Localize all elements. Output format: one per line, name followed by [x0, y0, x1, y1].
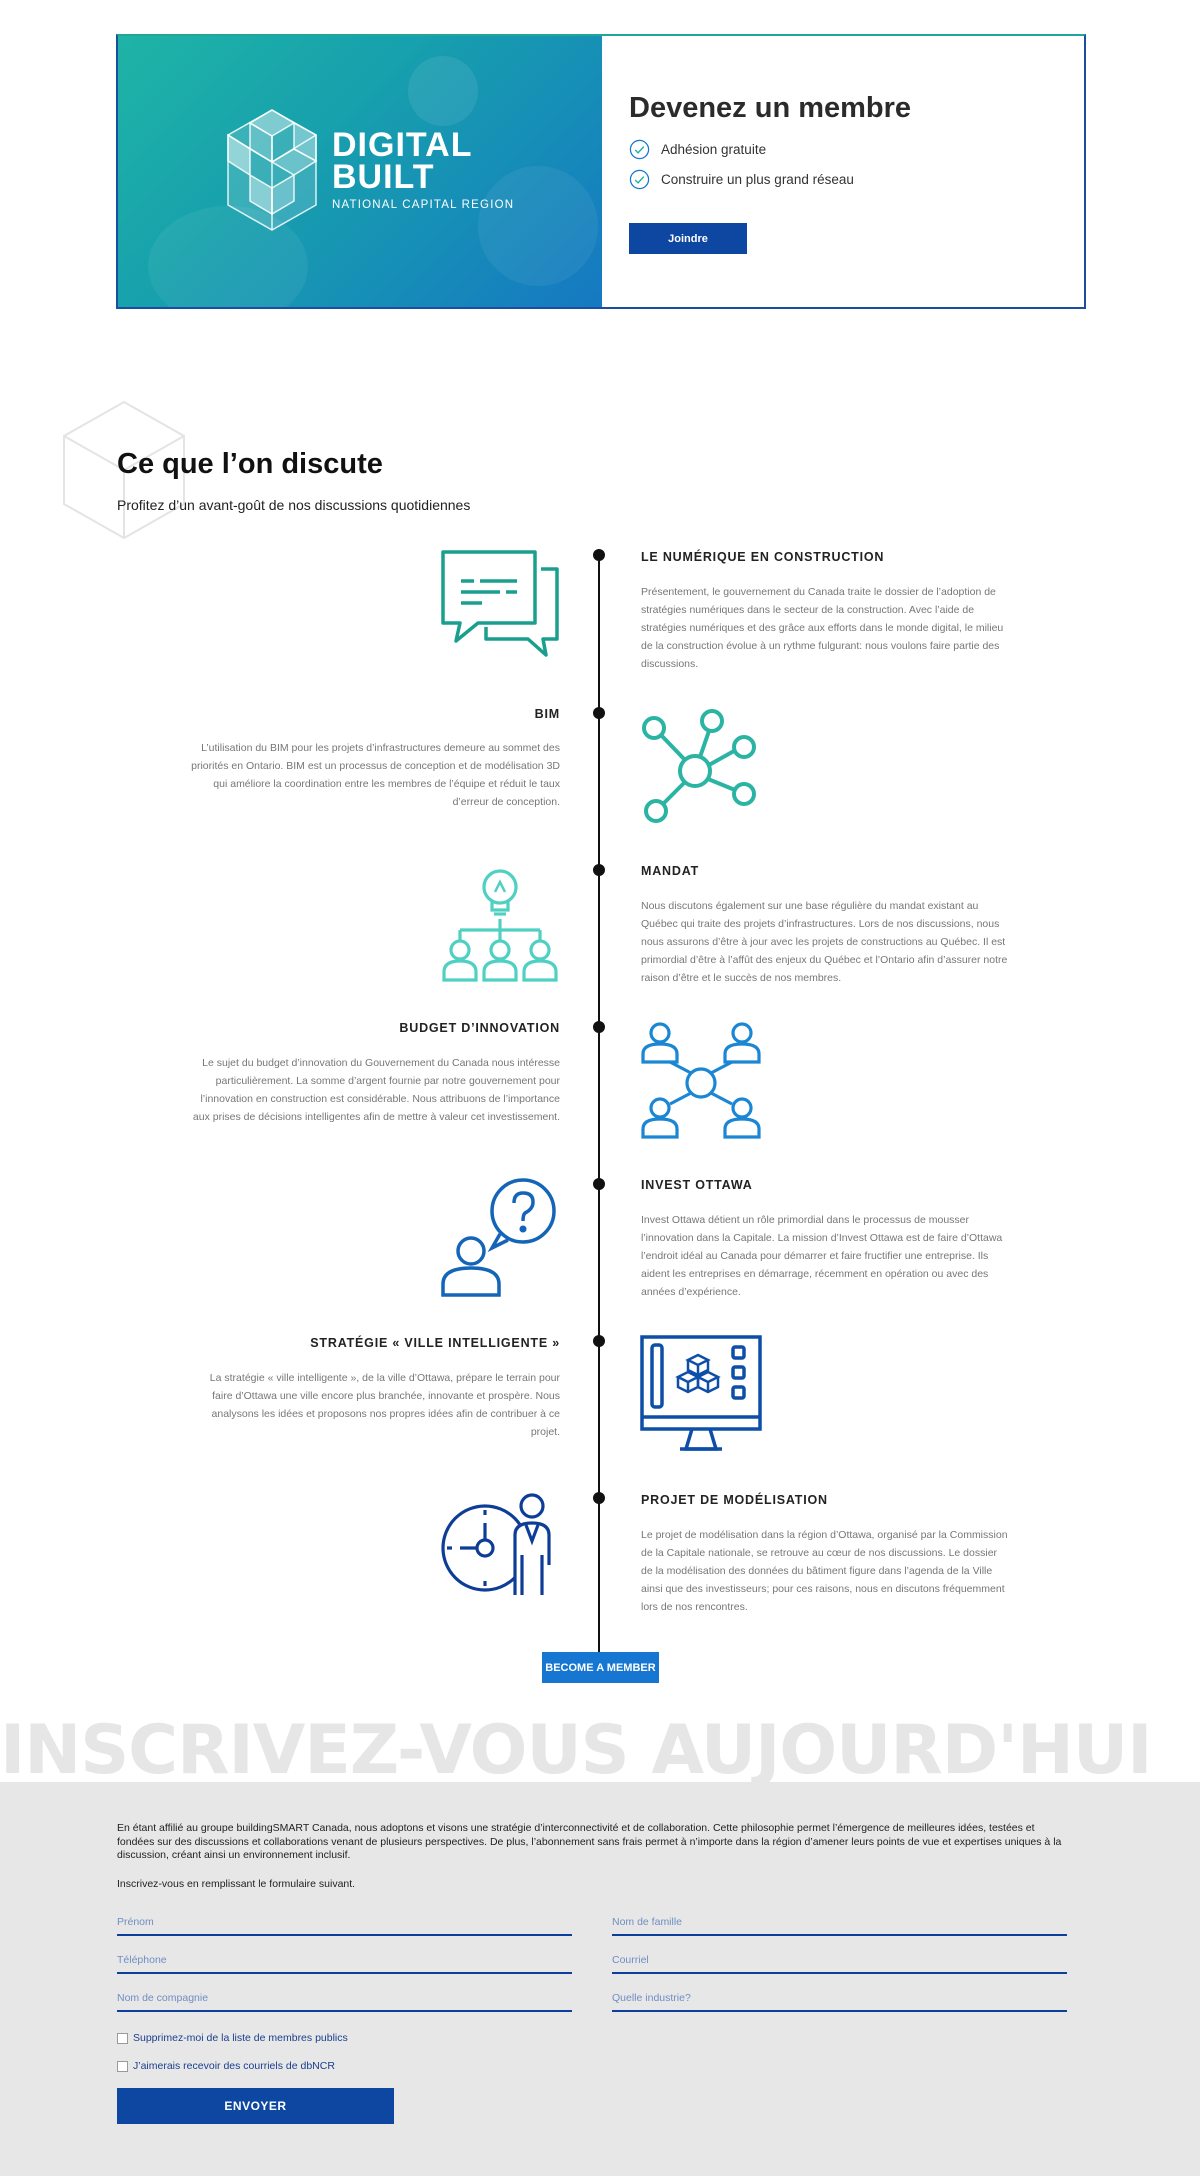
- banner-title: Devenez un membre: [629, 92, 912, 124]
- email-field[interactable]: [612, 1948, 1067, 1974]
- timeline-dot: [593, 549, 605, 561]
- check-circle-icon: [629, 169, 650, 190]
- timeline-item-title: INVEST OTTAWA: [641, 1178, 753, 1192]
- timeline-item-text: Présentement, le gouvernement du Canada …: [641, 586, 1004, 670]
- become-member-button[interactable]: BECOME A MEMBER: [542, 1652, 659, 1683]
- timeline-item-text: Le projet de modélisation dans la région…: [641, 1529, 1008, 1613]
- company-field[interactable]: [117, 1986, 572, 2012]
- timeline-item-title: PROJET DE MODÉLISATION: [641, 1493, 828, 1507]
- timeline-dot: [593, 864, 605, 876]
- timeline-item-text: Nous discutons également sur une base ré…: [641, 900, 1008, 984]
- emails-checkbox-row[interactable]: J’aimerais recevoir des courriels de dbN…: [117, 2060, 335, 2072]
- first-name-field[interactable]: [117, 1910, 572, 1936]
- timeline-dot: [593, 707, 605, 719]
- logo-line-digital: DIGITAL: [332, 126, 473, 164]
- emails-checkbox-label: J’aimerais recevoir des courriels de dbN…: [133, 2060, 335, 2072]
- public-list-checkbox-row[interactable]: Supprimez-moi de la liste de membres pub…: [117, 2032, 348, 2044]
- public-list-checkbox-label: Supprimez-moi de la liste de membres pub…: [133, 2032, 348, 2044]
- timeline-line: [598, 555, 600, 1653]
- join-button[interactable]: Joindre: [629, 223, 747, 254]
- check-circle-icon: [629, 139, 650, 160]
- membership-banner: DIGITAL BUILT NATIONAL CAPITAL REGION De…: [116, 34, 1086, 309]
- industry-field[interactable]: [612, 1986, 1067, 2012]
- section-title: Ce que l’on discute: [117, 448, 383, 480]
- timeline-item-text: Invest Ottawa détient un rôle primordial…: [641, 1214, 1003, 1298]
- benefit-item: Adhésion gratuite: [629, 139, 1084, 160]
- clock-person-icon: [441, 1493, 551, 1595]
- section-subtitle: Profitez d’un avant-goût de nos discussi…: [117, 497, 471, 513]
- timeline-item-text: Le sujet du budget d’innovation du Gouve…: [192, 1057, 560, 1123]
- chat-bubbles-icon: [441, 550, 559, 657]
- idea-team-icon: [442, 869, 558, 982]
- phone-field[interactable]: [117, 1948, 572, 1974]
- timeline-item-text: L’utilisation du BIM pour les projets d’…: [191, 742, 560, 808]
- signup-headline: INSCRIVEZ-VOUS AUJOURD'HUI: [0, 1712, 1152, 1782]
- banner-content: Devenez un membre Adhésion gratuite Cons…: [602, 36, 1084, 307]
- signup-section: En étant affilié au groupe buildingSMART…: [0, 1782, 1200, 2176]
- people-network-icon: [641, 1022, 761, 1139]
- benefit-label: Adhésion gratuite: [661, 142, 767, 157]
- benefit-label: Construire un plus grand réseau: [661, 172, 854, 187]
- timeline-dot: [593, 1021, 605, 1033]
- person-question-icon: [441, 1178, 556, 1297]
- logo-line-built: BUILT: [332, 158, 435, 196]
- signup-intro: En étant affilié au groupe buildingSMART…: [117, 1822, 1062, 1861]
- timeline-item-title: BUDGET D’INNOVATION: [399, 1021, 560, 1035]
- timeline-item-text: La stratégie « ville intelligente », de …: [209, 1372, 560, 1438]
- signup-note: Inscrivez-vous en remplissant le formula…: [117, 1878, 356, 1890]
- timeline-item-title: BIM: [534, 707, 560, 721]
- timeline-dot: [593, 1492, 605, 1504]
- submit-button[interactable]: ENVOYER: [117, 2088, 394, 2124]
- timeline-item-title: LE NUMÉRIQUE EN CONSTRUCTION: [641, 550, 885, 564]
- hexagon-outline-icon: [63, 400, 185, 540]
- digital-built-logo: DIGITAL BUILT NATIONAL CAPITAL REGION: [226, 108, 514, 232]
- public-list-checkbox[interactable]: [117, 2032, 128, 2044]
- benefit-item: Construire un plus grand réseau: [629, 169, 1084, 190]
- timeline-dot: [593, 1178, 605, 1190]
- timeline-item-title: MANDAT: [641, 864, 700, 878]
- timeline-dot: [593, 1335, 605, 1347]
- monitor-cubes-icon: [640, 1335, 762, 1451]
- timeline-item-title: STRATÉGIE « VILLE INTELLIGENTE »: [310, 1336, 560, 1350]
- cube-logo-icon: [227, 109, 318, 231]
- network-nodes-icon: [642, 709, 756, 823]
- banner-image: DIGITAL BUILT NATIONAL CAPITAL REGION: [118, 36, 602, 307]
- last-name-field[interactable]: [612, 1910, 1067, 1936]
- logo-line-region: NATIONAL CAPITAL REGION: [332, 199, 515, 211]
- emails-checkbox[interactable]: [117, 2060, 128, 2072]
